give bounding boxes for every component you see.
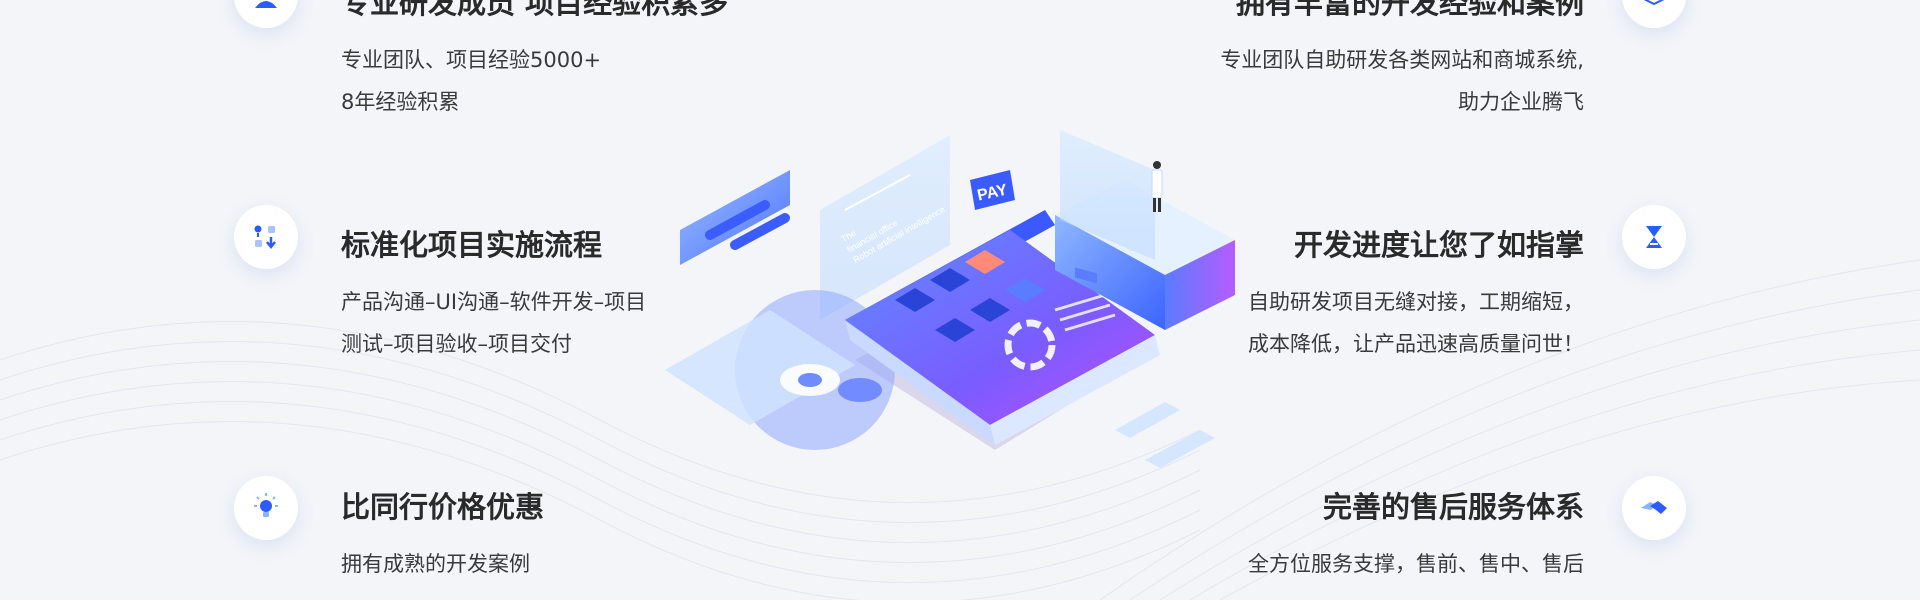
floating-slab [1145, 430, 1215, 468]
feature-bottom-right: 完善的售后服务体系 全方位服务支撑，售前、售中、售后 [1248, 490, 1584, 585]
layers-icon-badge [1622, 0, 1686, 28]
feature-title: 标准化项目实施流程 [341, 228, 603, 262]
isometric-app-illustration: The financial office Robot artificial in… [665, 130, 1235, 468]
person-figure [1151, 161, 1163, 212]
feature-mid-left: 标准化项目实施流程 产品沟通–UI沟通–软件开发–项目 测试–项目验收–项目交付 [341, 228, 646, 365]
feature-top-right: 拥有丰富的开发经验和案例 专业团队自助研发各类网站和商城系统, 助力企业腾飞 [1220, 0, 1584, 123]
platform-side [1055, 215, 1165, 330]
user-icon [255, 1, 277, 8]
feature-desc-line: 产品沟通–UI沟通–软件开发–项目 [341, 289, 647, 314]
feature-desc-line: 8年经验积累 [341, 89, 460, 114]
floating-card [665, 310, 855, 425]
feature-desc-line: 成本降低，让产品迅速高质量问世！ [1248, 331, 1584, 356]
handshake-icon-badge [1622, 476, 1686, 540]
app-icons [895, 250, 1045, 342]
hourglass-icon-badge [1622, 205, 1686, 269]
feature-title: 拥有丰富的开发经验和案例 [1235, 0, 1584, 20]
feature-title: 专业研发成员 项目经验积累多 [341, 0, 729, 20]
feature-desc-line: 专业团队、项目经验5000+ [341, 47, 602, 72]
phone-base [990, 335, 1160, 445]
feature-desc-line: 自助研发项目无缝对接，工期缩短， [1248, 289, 1584, 314]
process-flow-icon [254, 225, 276, 250]
feature-desc-line: 助力企业腾飞 [1458, 89, 1584, 114]
feature-title: 完善的售后服务体系 [1322, 490, 1584, 524]
feature-title: 比同行价格优惠 [341, 490, 545, 524]
pay-badge: PAY [970, 170, 1015, 210]
feature-mid-right: 开发进度让您了如指掌 自助研发项目无缝对接，工期缩短， 成本降低，让产品迅速高质… [1248, 228, 1584, 365]
lightbulb-icon-badge [234, 476, 298, 540]
feature-title: 开发进度让您了如指掌 [1293, 228, 1584, 262]
feature-bottom-left: 比同行价格优惠 拥有成熟的开发案例 [341, 490, 544, 585]
feature-desc-line: 拥有成熟的开发案例 [341, 551, 530, 576]
glass-panel [820, 135, 950, 320]
layers-icon [1643, 0, 1665, 6]
phone-screen [845, 230, 1155, 425]
feature-top-left: 专业研发成员 项目经验积累多 专业团队、项目经验5000+ 8年经验积累 [341, 0, 728, 123]
lightbulb-icon [254, 493, 278, 517]
feature-desc-line: 测试–项目验收–项目交付 [341, 331, 572, 356]
glass-panel [1060, 130, 1155, 260]
user-icon-badge [234, 0, 298, 28]
feature-desc-line: 专业团队自助研发各类网站和商城系统, [1220, 47, 1584, 72]
process-flow-icon-badge [234, 205, 298, 269]
floating-slab [1115, 402, 1180, 438]
pay-label: PAY [976, 181, 1009, 204]
handshake-icon [1641, 501, 1667, 514]
feature-desc-line: 全方位服务支撑，售前、售中、售后 [1248, 551, 1584, 576]
hourglass-icon [1646, 226, 1662, 248]
